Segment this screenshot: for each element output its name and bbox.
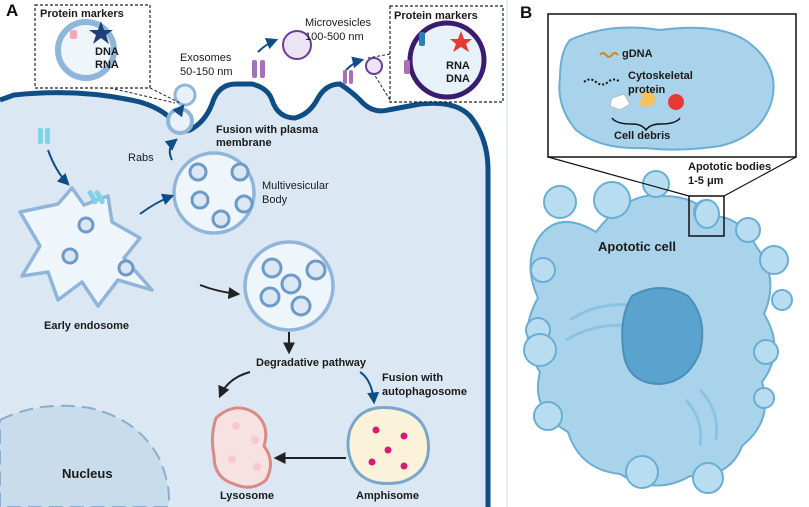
arrow-membrane-to-endosome [47,149,70,186]
receptor-mid [343,70,353,84]
fusion-autophagosome-label-2: autophagosome [382,386,467,398]
released-exosome [173,83,197,107]
amphisome-label: Amphisome [356,490,419,502]
protein-marker-star-icon [89,21,113,44]
exosome-inset-title: Protein markers [40,8,124,20]
exosomes-size: 50-150 nm [180,66,233,78]
lysosome-shape [210,406,272,489]
microvesicle-inset-dna: DNA [446,73,470,85]
fusion-autophagosome-label: Fusion with [382,372,444,384]
cytoskeletal-label-2: protein [628,84,666,96]
debris-red-icon [668,94,684,110]
arrow-endosome-to-late [199,284,241,300]
mvb-label: Multivesicular [262,180,329,192]
debris-yellow-icon [638,91,656,107]
fusion-plasma-label-2: membrane [216,137,272,149]
exosomes-label: Exosomes [180,52,232,64]
apoptotic-body-box [688,195,725,237]
protein-marker-red-star-icon [450,31,472,52]
receptor-left [38,128,50,144]
lysosome-label: Lysosome [220,490,275,502]
panel-b-letter: B [520,3,533,22]
microvesicles-label: Microvesicles [305,17,372,29]
nucleus-shape [0,404,170,507]
microvesicles-size: 100-500 nm [305,31,364,43]
protein-marker-pink-icon [70,30,77,39]
rabs-label: Rabs [128,152,154,164]
cytoskeletal-icon [583,78,621,86]
fusion-vesicle [166,107,194,135]
arrow-rabs [164,138,178,161]
cell-debris-label: Cell debris [614,130,671,142]
panel-a-letter: A [6,1,19,20]
microvesicle-inset-rna: RNA [446,60,470,72]
exosome-inset-rna: RNA [95,59,119,71]
arrow-to-lysosome [218,371,251,399]
degradative-label: Degradative pathway [256,357,367,369]
arrow-exosome-release [172,104,185,118]
fusion-plasma-label: Fusion with plasma [216,124,319,136]
amphisome-shape [346,405,430,485]
apoptotic-bodies-label: Apototic bodies [688,161,772,173]
mvb-label-2: Body [262,194,288,206]
exosome-inset-dna: DNA [95,46,119,58]
microvesicle-1 [282,30,312,60]
cell-cytoplasm [0,84,488,507]
nucleus-label: Nucleus [62,466,113,481]
arrow-microvesicle-2 [345,56,365,71]
apoptotic-blebs [523,170,793,494]
apoptotic-cell-label: Apototic cell [598,239,677,254]
arrow-microvesicle-1 [257,37,279,53]
arrow-endosome-to-mvb [139,193,175,215]
arrow-to-amphisome [359,371,380,405]
debris-white-icon [609,93,631,111]
microvesicle-2 [365,57,383,75]
microvesicle-inset-title: Protein markers [394,10,478,22]
gdna-label: gDNA [622,48,653,60]
early-endosome-label: Early endosome [44,320,129,332]
apoptotic-nucleus [621,287,704,386]
early-endosome-shape [18,186,154,308]
apoptotic-bodies-size: 1-5 μm [688,175,724,187]
gdna-icon [599,52,619,58]
debris-bracket [611,117,681,132]
cytoskeletal-label: Cytoskeletal [628,70,693,82]
receptor-top [252,60,265,78]
